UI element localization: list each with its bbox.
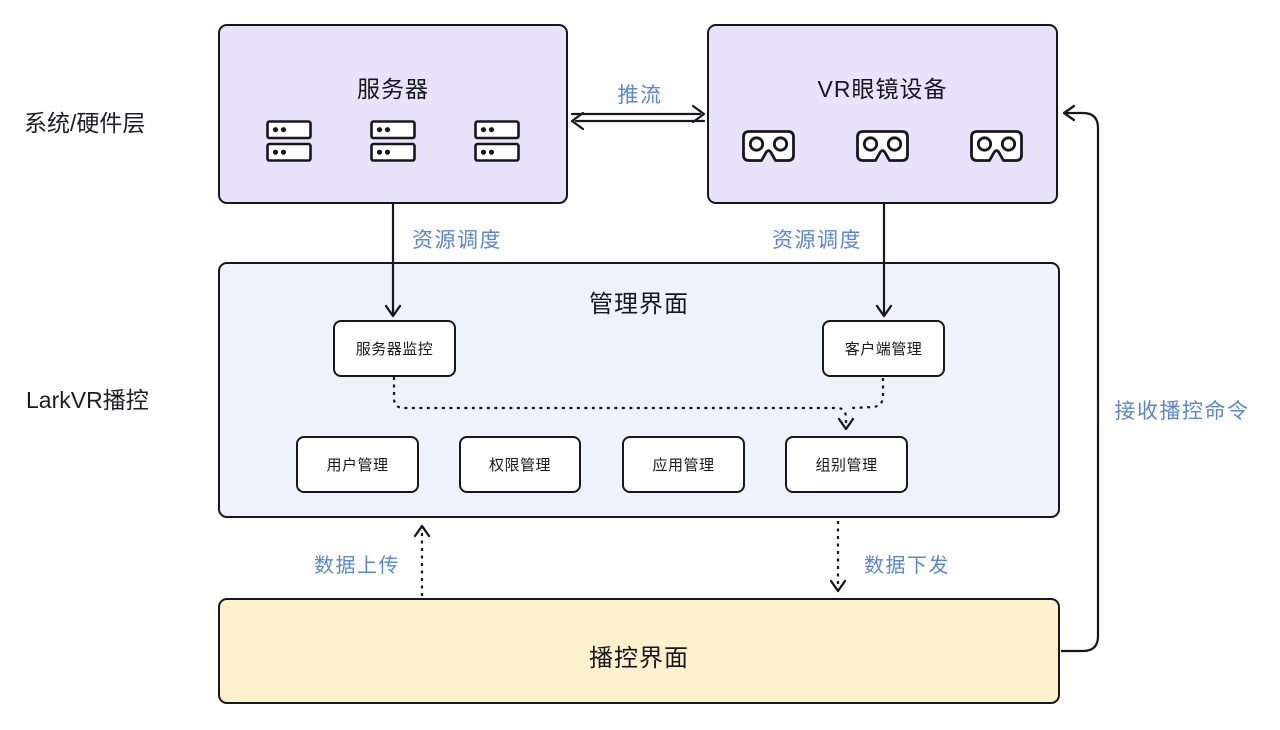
edge-label-push-stream: 推流: [617, 84, 663, 107]
edge-label-receive-playback-command: 接收播控命令: [1114, 400, 1250, 423]
server-rack-icon: [370, 120, 416, 162]
server-node-title: 服务器: [357, 76, 429, 102]
management-panel-title: 管理界面: [589, 291, 689, 318]
layer-label-hardware: 系统/硬件层: [24, 110, 146, 136]
push-stream-arrow: [570, 104, 706, 131]
vr-device-node: VR眼镜设备: [707, 24, 1058, 204]
vr-goggles-icon: [856, 130, 909, 162]
server-node: 服务器: [218, 24, 568, 204]
vr-goggles-icon: [742, 130, 795, 162]
edge-label-resource-scheduling-left: 资源调度: [412, 229, 502, 252]
server-rack-icon: [474, 120, 520, 162]
module-server-monitor: 服务器监控: [333, 320, 456, 377]
playback-panel-node: 播控界面: [218, 598, 1060, 704]
edge-label-resource-scheduling-right: 资源调度: [772, 229, 862, 252]
layer-label-larkvr: LarkVR播控: [26, 387, 149, 413]
vr-device-node-title: VR眼镜设备: [817, 76, 948, 102]
module-group-management: 组别管理: [785, 436, 908, 493]
module-application-management: 应用管理: [622, 436, 745, 493]
vr-goggles-icon: [970, 130, 1023, 162]
module-permission-management: 权限管理: [459, 436, 581, 493]
module-user-management: 用户管理: [296, 436, 419, 493]
receive-playback-command-arrow: [1061, 104, 1100, 653]
edge-label-data-dispatch: 数据下发: [864, 555, 950, 577]
edge-label-data-upload: 数据上传: [314, 555, 400, 577]
module-client-management: 客户端管理: [822, 320, 945, 377]
server-rack-icon: [266, 120, 312, 162]
vr-icon-row: [709, 130, 1056, 162]
playback-panel-title: 播控界面: [589, 645, 689, 672]
server-icon-row: [220, 120, 566, 162]
